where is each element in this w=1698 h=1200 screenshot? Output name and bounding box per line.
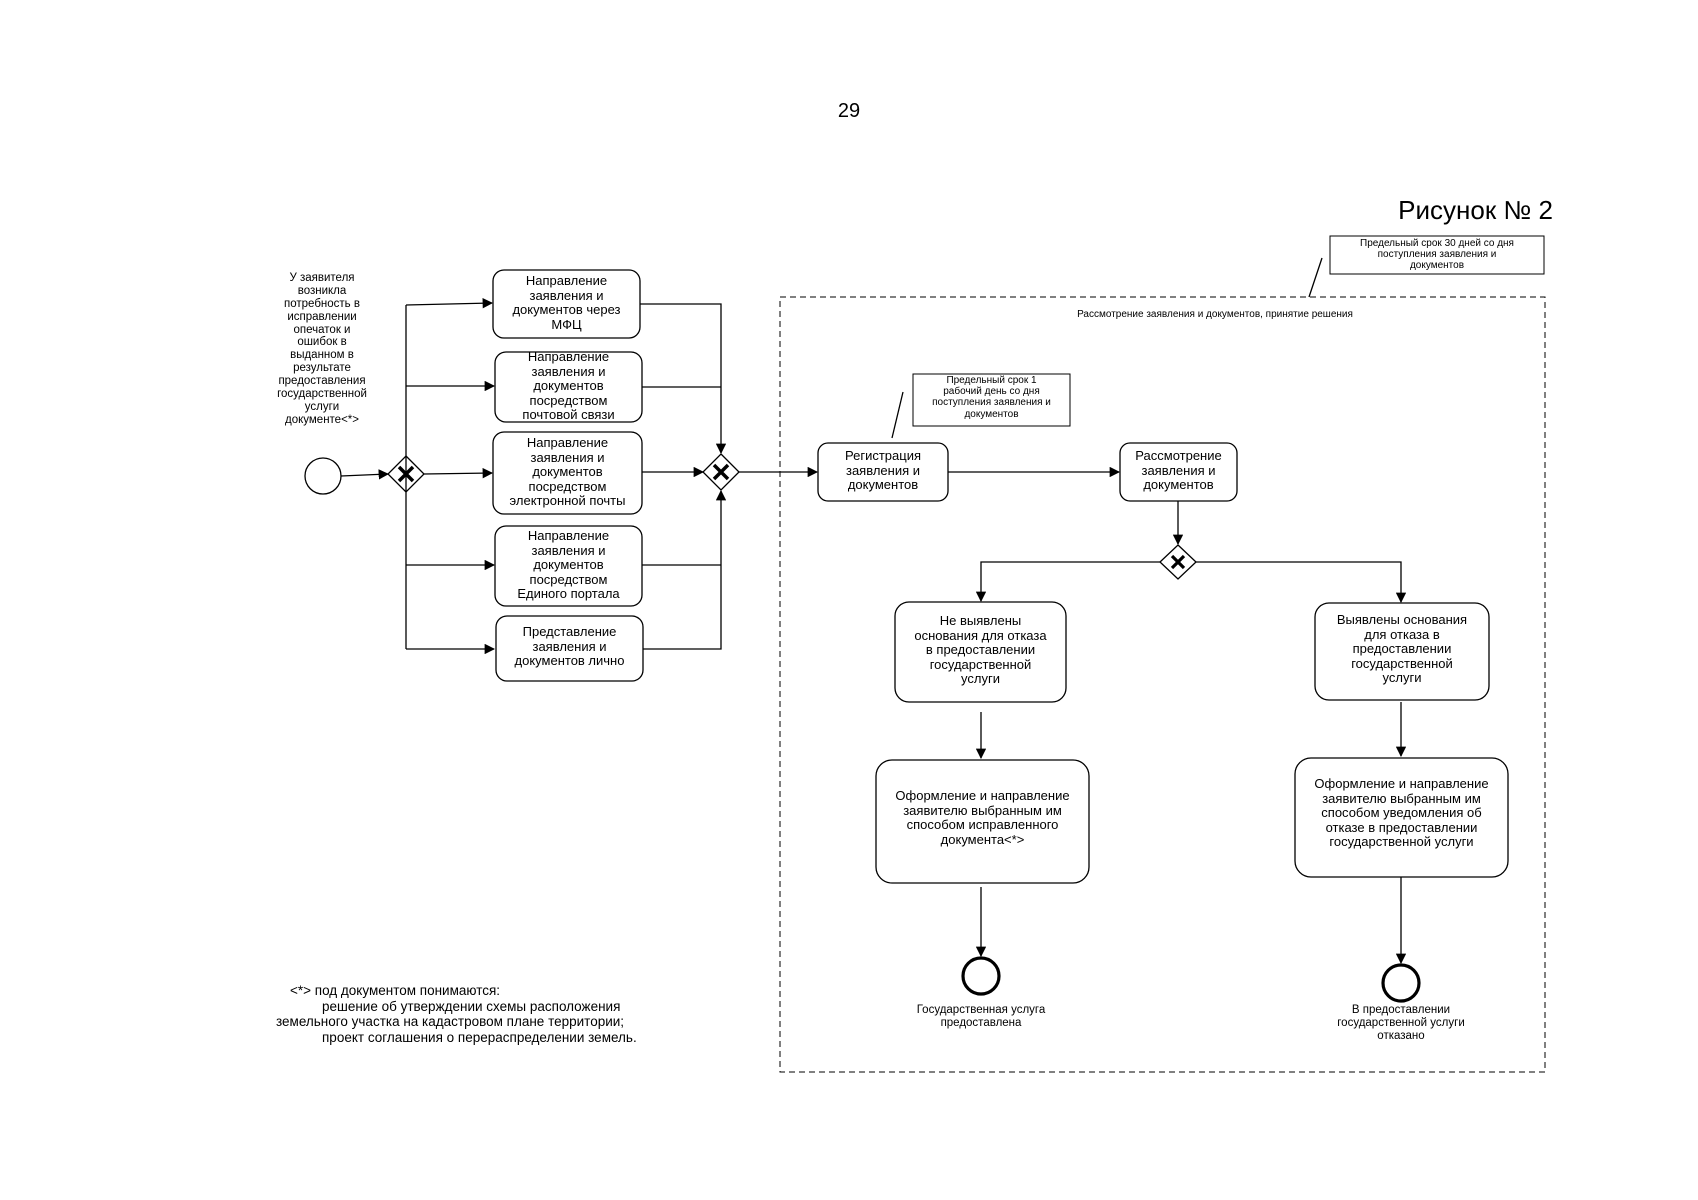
flow-mfc-merge xyxy=(640,303,727,455)
deadline-30-connector xyxy=(1308,257,1323,298)
footnote-line-4: проект соглашения о перераспределении зе… xyxy=(322,1029,637,1045)
start-event xyxy=(304,457,342,495)
end-provided-label: Государственная услуга предоставлена xyxy=(916,1004,1046,1029)
review-label: Рассмотрение заявления и документов xyxy=(1135,448,1222,493)
decision-group-frame xyxy=(779,296,1546,1073)
footnote-line-3: земельного участка на кадастровом плане … xyxy=(276,1014,625,1030)
deadline-30-label: Предельный срок 30 дней со дня поступлен… xyxy=(1360,238,1514,272)
channel-label-mfc: Направление заявления и документов через… xyxy=(512,273,621,332)
footnote-line-2: решение об утверждении схемы расположени… xyxy=(322,998,621,1014)
flow-start-to-split xyxy=(340,469,390,480)
deadline-1-box xyxy=(912,373,1071,427)
merge-gateway xyxy=(702,453,740,491)
flow-split-email xyxy=(423,467,494,479)
footnote-line-1: <*> под документом понимаются: xyxy=(290,983,501,998)
start-description: У заявителя возникла потребность в испра… xyxy=(277,272,367,426)
deadline-1-connector xyxy=(891,391,904,439)
issue-doc-label: Оформление и направление заявителю выбра… xyxy=(895,788,1070,847)
decision-gateway xyxy=(1159,544,1197,580)
deadline-1-label: Предельный срок 1 рабочий день со дня по… xyxy=(932,375,1051,420)
footnote: <*> под документом понимаются: решение о… xyxy=(270,983,670,1046)
channel-label-email: Направление заявления и документов посре… xyxy=(509,435,626,509)
end-refused-label: В предоставлении государственной услуги … xyxy=(1337,1004,1465,1042)
channel-label-personal: Представление заявления и документов лич… xyxy=(514,624,625,669)
end-event-provided xyxy=(961,956,1001,996)
flow-decision-grounds xyxy=(1196,561,1407,604)
channel-label-portal: Направление заявления и документов посре… xyxy=(517,528,620,602)
group-title: Рассмотрение заявления и документов, при… xyxy=(1077,309,1353,320)
flow-split-mfc xyxy=(405,298,494,309)
grounds-label: Выявлены основания для отказа в предоста… xyxy=(1336,612,1468,686)
issue-refusal-label: Оформление и направление заявителю выбра… xyxy=(1314,776,1489,850)
flow-personal-merge xyxy=(643,489,727,650)
channel-box-email xyxy=(492,431,643,515)
end-event-refused xyxy=(1381,963,1421,1003)
registration-label: Регистрация заявления и документов xyxy=(845,448,921,493)
flow-decision-no-grounds xyxy=(975,561,1160,603)
channel-label-post: Направление заявления и документов посре… xyxy=(522,349,615,423)
issue-doc-box xyxy=(875,759,1090,884)
no-grounds-box xyxy=(894,601,1067,703)
figure-label: Рисунок № 2 xyxy=(1398,195,1553,225)
deadline-30-box xyxy=(1329,235,1545,275)
page-number: 29 xyxy=(837,100,861,122)
grounds-box xyxy=(1314,602,1490,701)
no-grounds-label: Не выявлены основания для отказа в предо… xyxy=(914,613,1047,687)
channel-box-portal xyxy=(494,525,643,607)
